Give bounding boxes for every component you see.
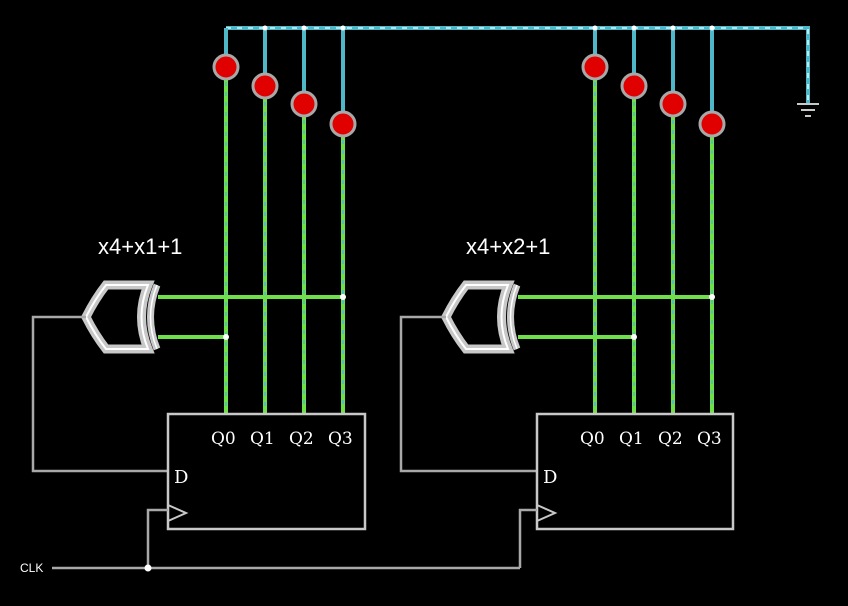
block1-feedback-wire xyxy=(31,315,168,473)
block2-q3-label: Q3 xyxy=(697,429,722,449)
clock-wires xyxy=(52,508,537,570)
clock-junction xyxy=(144,564,152,572)
block1-q1-label: Q1 xyxy=(250,429,275,449)
block1-q0-label: Q0 xyxy=(211,429,236,449)
xor-gate-icon xyxy=(80,280,161,354)
block1-shift-register[interactable] xyxy=(166,412,367,531)
block1-output-wires xyxy=(224,78,345,414)
block2-xor-gate[interactable] xyxy=(440,280,521,354)
block2-xor-taps xyxy=(518,294,715,340)
block2-q1-label: Q1 xyxy=(619,429,644,449)
block1-d-label: D xyxy=(174,467,188,488)
led-icon xyxy=(329,110,357,138)
led-icon xyxy=(251,72,279,100)
block1-polynomial-label: x4+x1+1 xyxy=(98,234,182,259)
block1-q3-label: Q3 xyxy=(328,429,353,449)
block2-leds xyxy=(581,53,726,138)
block2-q0-label: Q0 xyxy=(580,429,605,449)
block2-q2-label: Q2 xyxy=(658,429,683,449)
block2-feedback-wire xyxy=(399,315,537,473)
led-icon xyxy=(581,53,609,81)
block1-leds xyxy=(212,53,357,138)
block2-d-label: D xyxy=(543,467,557,488)
block2-shift-register[interactable] xyxy=(535,412,735,531)
led-icon xyxy=(620,72,648,100)
block2-output-wires xyxy=(593,78,714,414)
block1-xor-taps xyxy=(158,294,346,340)
led-icon xyxy=(698,110,726,138)
block2-polynomial-label: x4+x2+1 xyxy=(466,234,550,259)
ground-icon xyxy=(797,103,819,117)
block1-q2-label: Q2 xyxy=(289,429,314,449)
led-icon xyxy=(659,90,687,118)
clock-input-label[interactable]: CLK xyxy=(20,561,43,575)
block1-xor-gate[interactable] xyxy=(80,280,161,354)
xor-gate-icon xyxy=(440,280,521,354)
top-bus xyxy=(224,25,810,115)
led-icon xyxy=(290,90,318,118)
led-icon xyxy=(212,53,240,81)
